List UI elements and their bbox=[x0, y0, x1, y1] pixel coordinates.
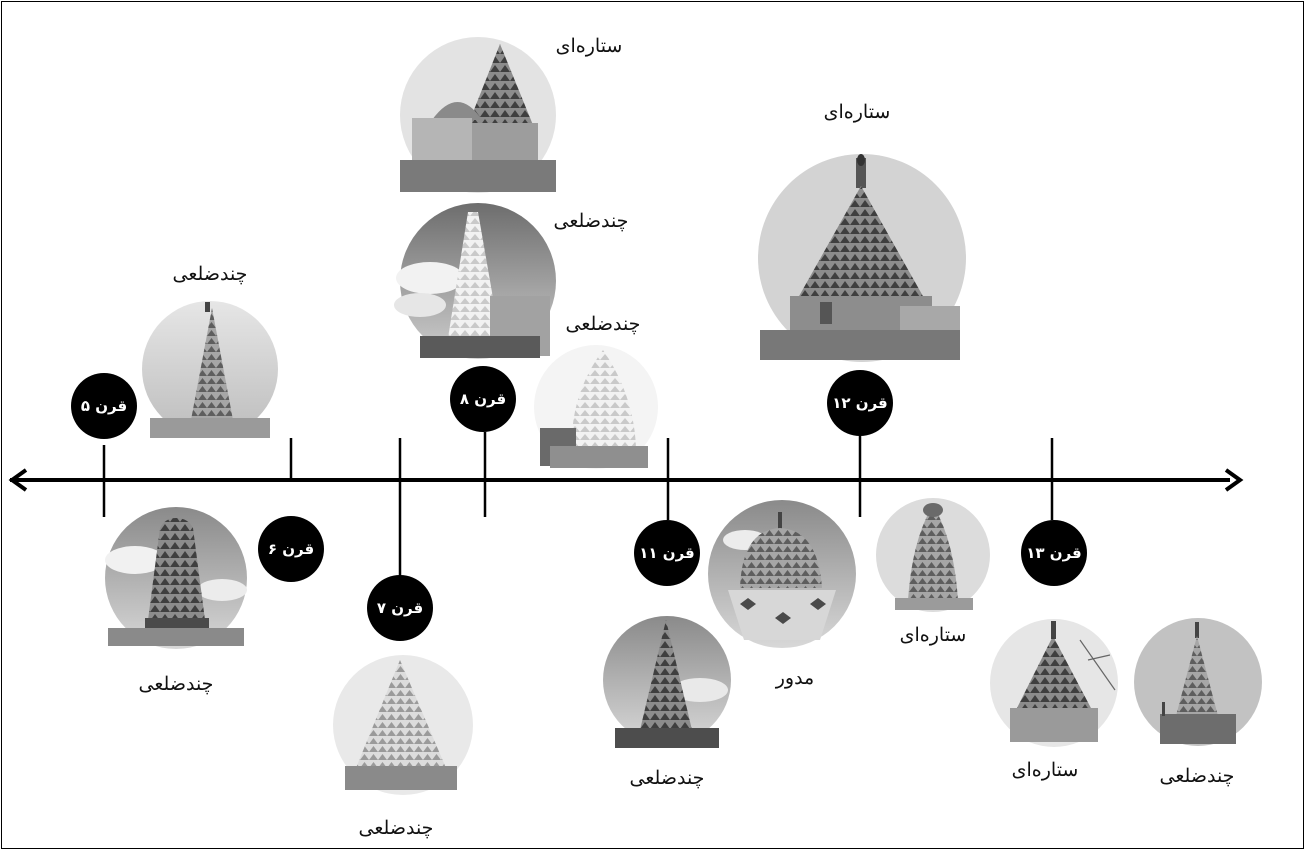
tower-type-label-t8: مدور bbox=[775, 667, 815, 689]
century-badge-c11: قرن ۱۱ bbox=[634, 520, 700, 586]
century-badge-c8: قرن ۸ bbox=[450, 366, 516, 432]
tower-type-label-t2: چندضلعی bbox=[139, 673, 214, 695]
century-badge-c5: قرن ۵ bbox=[71, 373, 137, 439]
tower-type-label-t3: چندضلعی bbox=[359, 817, 434, 839]
tower-photo-t8 bbox=[708, 500, 856, 648]
tower-type-label-t5: چندضلعی bbox=[554, 210, 629, 232]
century-badge-c7: قرن ۷ bbox=[367, 575, 433, 641]
tower-type-label-t6: چندضلعی bbox=[566, 313, 641, 335]
tower-photo-t5 bbox=[394, 203, 556, 359]
century-label: قرن ۷ bbox=[377, 599, 423, 617]
century-label: قرن ۶ bbox=[268, 540, 314, 558]
timeline-axis bbox=[10, 470, 1240, 490]
tower-photo-t6 bbox=[534, 345, 658, 469]
tower-photo-t3 bbox=[333, 655, 473, 795]
tower-photo-t7 bbox=[603, 616, 731, 748]
tower-photo-t1 bbox=[142, 301, 278, 438]
tower-type-label-t9: ستاره‌ای bbox=[900, 624, 967, 646]
century-label: قرن ۱۱ bbox=[639, 544, 695, 562]
tower-type-label-t4: ستاره‌ای bbox=[556, 35, 623, 57]
tower-photo-t10 bbox=[758, 154, 966, 362]
century-badge-c6: قرن ۶ bbox=[258, 516, 324, 582]
century-label: قرن ۵ bbox=[81, 397, 127, 415]
tower-type-label-t10: ستاره‌ای bbox=[824, 101, 891, 123]
century-label: قرن ۱۲ bbox=[832, 394, 888, 412]
century-label: قرن ۱۳ bbox=[1026, 544, 1082, 562]
tower-type-label-t1: چندضلعی bbox=[173, 263, 248, 285]
tower-photo-t11 bbox=[990, 619, 1118, 747]
tower-photo-t2 bbox=[105, 507, 247, 649]
century-label: قرن ۸ bbox=[460, 390, 506, 408]
tower-type-label-t12: چندضلعی bbox=[1160, 765, 1235, 787]
century-badge-c13: قرن ۱۳ bbox=[1021, 520, 1087, 586]
tower-photo-t12 bbox=[1134, 618, 1262, 746]
tower-type-label-t7: چندضلعی bbox=[630, 767, 705, 789]
tower-photo-t4 bbox=[400, 37, 556, 193]
century-badge-c12: قرن ۱۲ bbox=[827, 370, 893, 436]
tower-type-label-t11: ستاره‌ای bbox=[1012, 759, 1079, 781]
tower-photo-t9 bbox=[876, 498, 990, 612]
